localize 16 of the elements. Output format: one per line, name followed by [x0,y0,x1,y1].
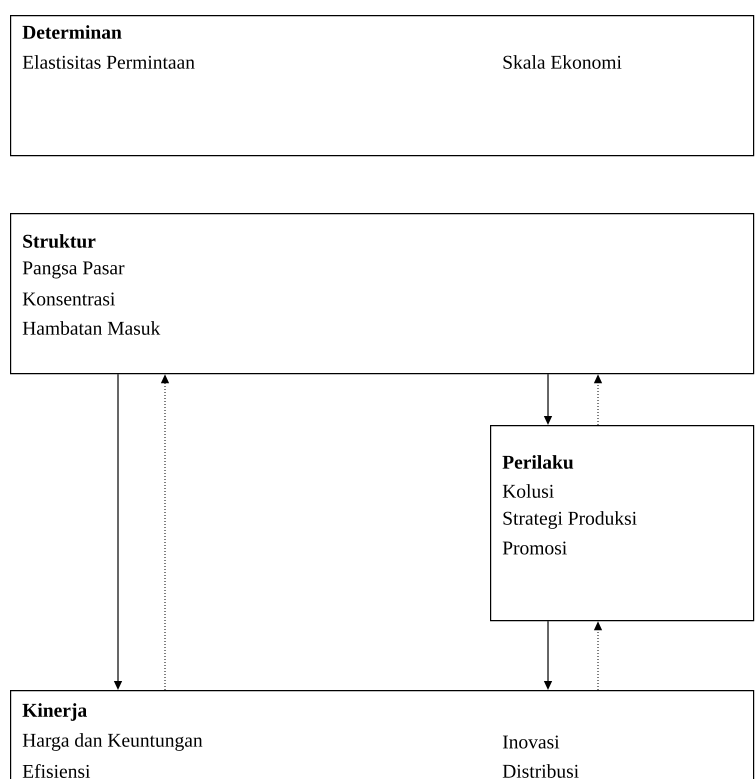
box-item: Konsentrasi [22,292,115,306]
box-item: Distribusi [502,764,579,778]
box-item: Kolusi [502,484,554,498]
box-item: Efisiensi [22,764,90,778]
box-item: Promosi [502,541,567,555]
box-heading: Determinan [22,25,122,39]
box-item: Harga dan Keuntungan [22,733,202,751]
box-item: Skala Ekonomi [504,55,622,69]
box-item: Elastisitas Permintaan [22,55,195,69]
box-heading: Kinerja [22,703,87,721]
box-item: Strategi Produksi [504,511,637,529]
box-item: Inovasi [502,735,560,749]
box-heading: Struktur [23,234,96,248]
box-heading: Perilaku [502,455,574,469]
box-item: Hambatan Masuk [22,321,160,335]
box-item: Pangsa Pasar [22,262,124,278]
